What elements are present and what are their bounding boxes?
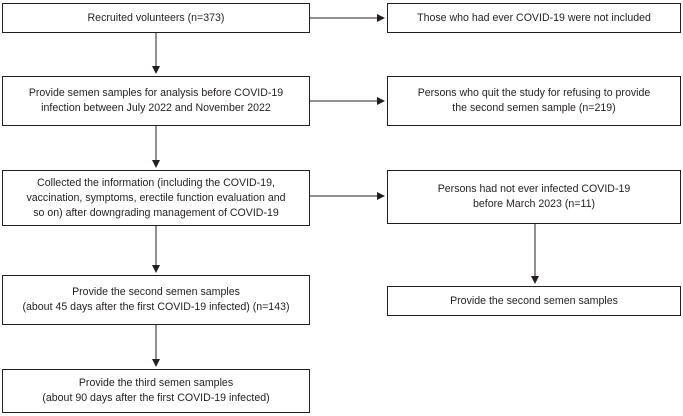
box-text: Persons had not ever infected COVID-19 be… (438, 182, 631, 212)
box-text: Provide semen samples for analysis befor… (29, 86, 283, 116)
box-text-line: Provide the second semen samples (450, 294, 618, 307)
box-recruited-volunteers: Recruited volunteers (n=373) (2, 3, 310, 33)
box-text-line: infection between July 2022 and November… (41, 102, 271, 114)
box-text-line: (about 45 days after the first COVID-19 … (22, 301, 290, 313)
box-text-line: Recruited volunteers (n=373) (87, 11, 225, 24)
box-text-line: Collected the information (including the… (37, 176, 275, 189)
box-text: Collected the information (including the… (26, 176, 285, 221)
box-text: Those who had ever COVID-19 were not inc… (417, 11, 651, 26)
box-text-line: Provide the second semen samples (72, 286, 240, 298)
box-quit-study: Persons who quit the study for refusing … (387, 76, 681, 126)
box-not-infected-second-samples: Provide the second semen samples (387, 286, 681, 316)
box-text: Provide the third semen samples (about 90… (42, 376, 269, 406)
box-text-line: (about 90 days after the first COVID-19 … (42, 392, 270, 404)
box-text: Provide the second semen samples (450, 294, 618, 309)
box-text-line: before March 2023 (n=11) (473, 198, 595, 210)
box-text-line: Persons who quit the study for refusing … (417, 87, 651, 99)
box-text: Provide the second semen samples (about 4… (22, 285, 289, 315)
box-third-semen-samples: Provide the third semen samples (about 90… (2, 369, 310, 413)
box-second-semen-samples: Provide the second semen samples (about 4… (2, 275, 310, 325)
box-collected-information: Collected the information (including the… (2, 170, 310, 226)
box-excluded-covid: Those who had ever COVID-19 were not inc… (387, 3, 681, 33)
box-first-semen-samples: Provide semen samples for analysis befor… (2, 76, 310, 126)
box-text-line: Provide semen samples for analysis befor… (28, 87, 284, 99)
box-text: Persons who quit the study for refusing … (418, 86, 651, 116)
box-text: Recruited volunteers (n=373) (88, 11, 225, 26)
box-text-line: so on) after downgrading management of C… (33, 206, 279, 219)
box-text-line: Provide the third semen samples (78, 377, 234, 389)
box-not-infected: Persons had not ever infected COVID-19 be… (387, 170, 681, 224)
box-text-line: vaccination, symptoms, erectile function… (26, 191, 286, 204)
box-text-line: Persons had not ever infected COVID-19 (437, 183, 631, 195)
box-text-line: the second semen sample (n=219) (452, 102, 616, 114)
box-text-line: Those who had ever COVID-19 were not inc… (417, 11, 651, 24)
